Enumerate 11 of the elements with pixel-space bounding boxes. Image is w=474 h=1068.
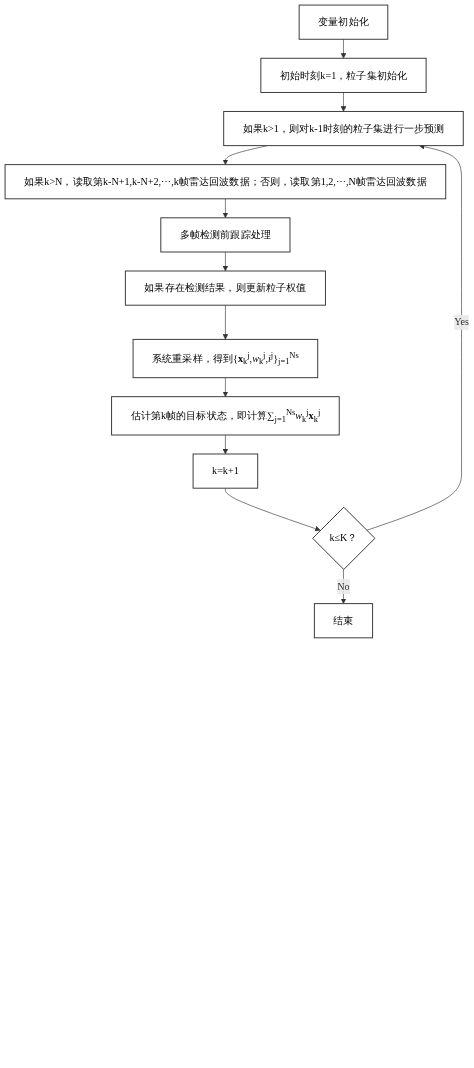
node-diamond: k≤K？ xyxy=(312,506,376,570)
node-box: 初始时刻k=1，粒子集初始化 xyxy=(260,57,427,93)
node-box: k=k+1 xyxy=(192,453,259,489)
node-box: 结束 xyxy=(313,603,374,639)
edge-label: Yes xyxy=(454,316,469,328)
node-box: 如果k>N，读取第k-N+1,k-N+2,⋯,k帧雷达回波数据；否则，读取第1,2,⋯,N帧雷达回波数据 xyxy=(4,164,447,200)
node-box: 如果k>1，则对k-1时刻的粒子集进行一步预测 xyxy=(223,110,464,147)
node-box: 如果存在检测结果，则更新粒子权值 xyxy=(124,270,326,306)
edge-label: No xyxy=(337,580,350,592)
node-box: 多帧检测前跟踪处理 xyxy=(160,217,291,253)
node-box: 变量初始化 xyxy=(298,4,389,40)
